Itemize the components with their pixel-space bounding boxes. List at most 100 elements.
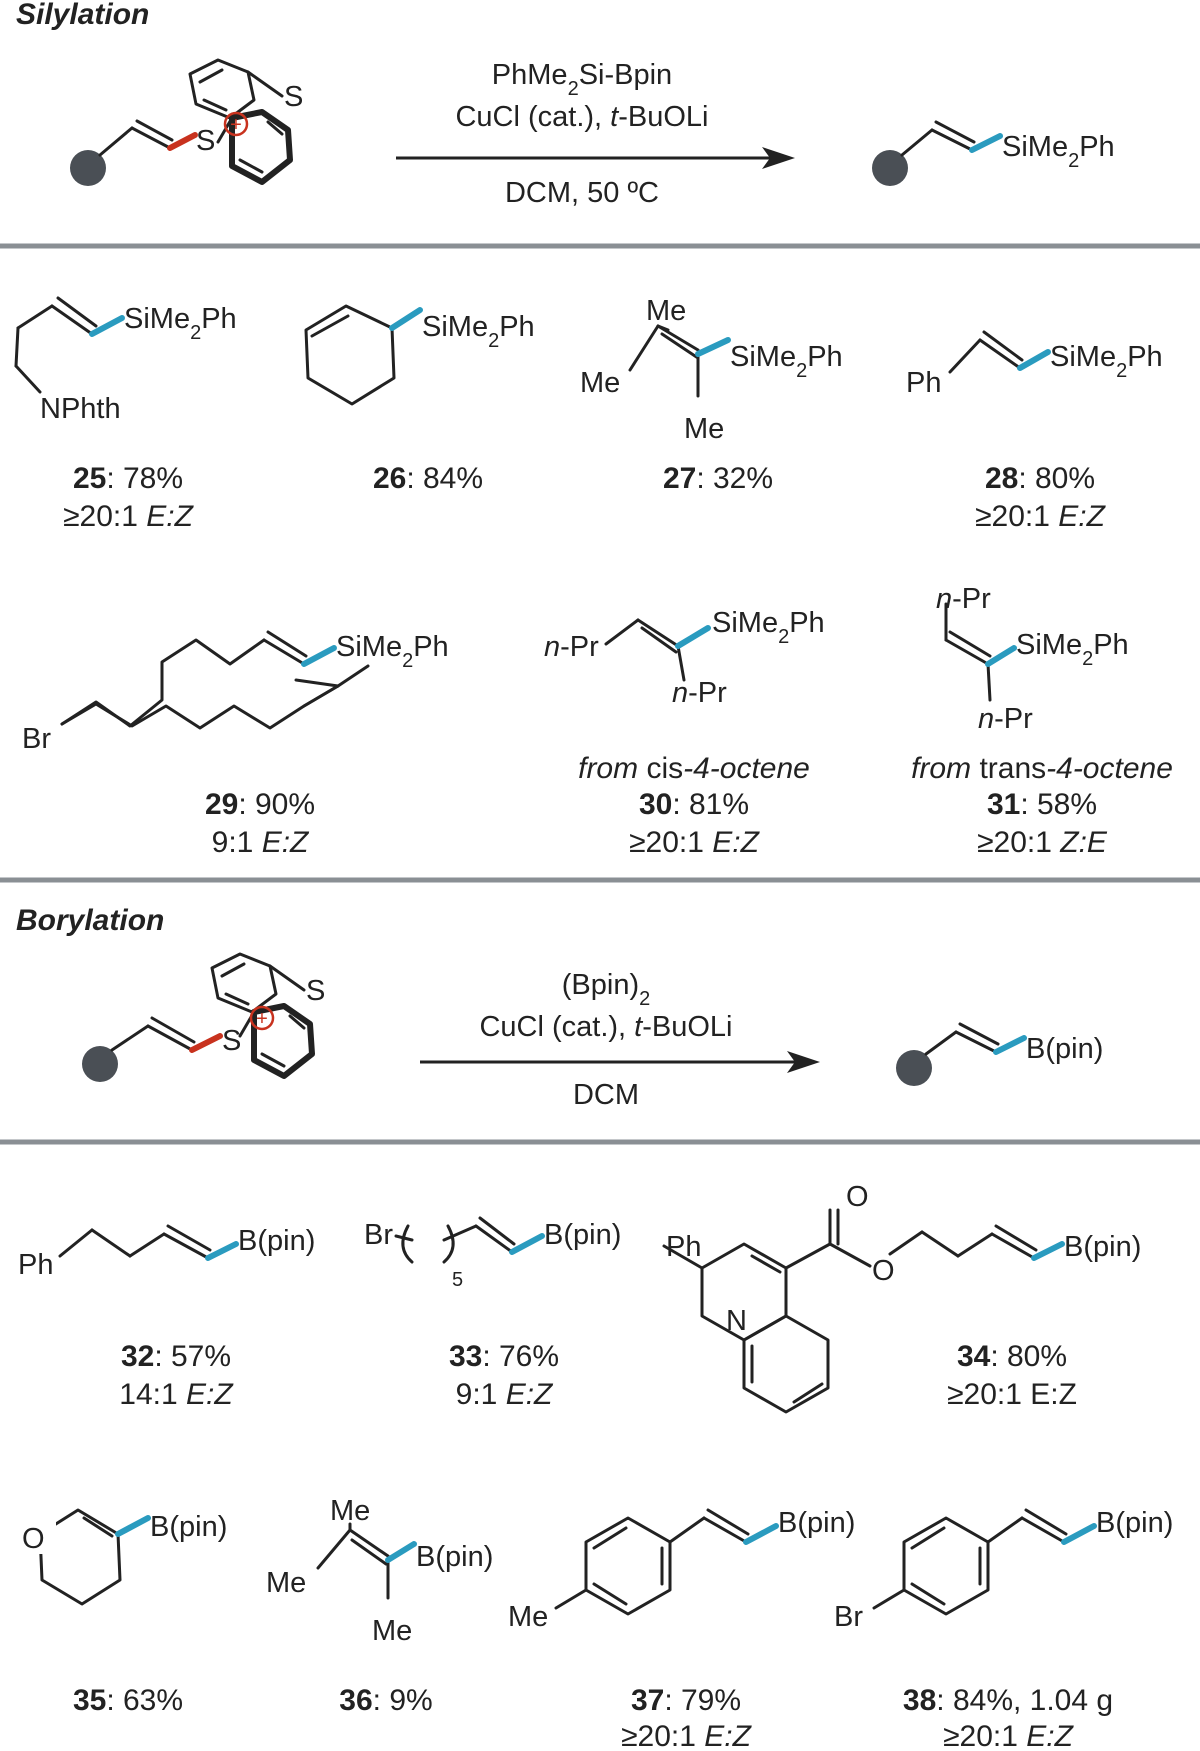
sil-product-label: SiMe2Ph — [1002, 131, 1115, 172]
c26-label: 26: 84% — [373, 462, 483, 495]
bor-reagent-a: (Bpin)2 — [562, 969, 650, 1010]
c37-ratio: ≥20:1 E:Z — [621, 1720, 753, 1751]
c31-note: from trans-4-octene — [911, 752, 1173, 785]
compound-35-structure — [38, 1508, 151, 1606]
c37-bpin: B(pin) — [778, 1507, 855, 1539]
c27-me-bottom: Me — [684, 413, 724, 445]
c30-label: 30: 81% — [639, 788, 749, 821]
c34-o-carbonyl: O — [846, 1181, 869, 1213]
c30-npr-left: n-Pr — [544, 631, 599, 663]
compound-31-structure — [944, 602, 1017, 702]
c30-note: from cis-4-octene — [578, 752, 810, 785]
c28-label: 28: 80% — [985, 462, 1095, 495]
c25-ratio: ≥20:1 E:Z — [63, 500, 195, 533]
c28-ratio: ≥20:1 E:Z — [975, 500, 1107, 533]
c37-me: Me — [508, 1601, 548, 1633]
substituent-dot-icon — [70, 150, 106, 186]
c28-ph: Ph — [906, 367, 941, 399]
compound-34-structure — [662, 1208, 1065, 1414]
c32-label: 32: 57% — [121, 1340, 231, 1373]
c25-nphth: NPhth — [40, 393, 121, 425]
c31-label: 31: 58% — [987, 788, 1097, 821]
sil-conditions: DCM, 50 ºC — [505, 177, 659, 209]
c34-o-ester: O — [872, 1255, 895, 1287]
c27-label: 27: 32% — [663, 462, 773, 495]
compound-29-structure — [60, 664, 370, 730]
c31-npr-top: n-Pr — [936, 583, 991, 615]
c25-label: 25: 78% — [73, 462, 183, 495]
sulfur-label: S — [284, 81, 303, 113]
c32-bpin: B(pin) — [238, 1225, 315, 1257]
c34-n: N — [726, 1305, 747, 1337]
c34-ph: Ph — [666, 1231, 701, 1263]
c29-ratio: 9:1 E:Z — [212, 826, 310, 859]
c36-me-bottom: Me — [372, 1615, 412, 1647]
c34-label: 34: 80% — [957, 1340, 1067, 1373]
compound-33-structure — [394, 1216, 545, 1264]
compound-36-structure — [316, 1522, 417, 1600]
c36-me-left: Me — [266, 1567, 306, 1599]
compound-38-structure — [872, 1508, 1097, 1616]
c29-sime2ph: SiMe2Ph — [336, 631, 449, 672]
bor-reagent-structure: + — [82, 952, 315, 1082]
section-title-silylation: Silylation — [16, 0, 149, 31]
compound-32-structure — [58, 1224, 239, 1261]
sil-reagent-structure: + — [70, 58, 293, 186]
c29-label: 29: 90% — [205, 788, 315, 821]
compound-37-structure — [554, 1508, 779, 1616]
c28-sime2ph: SiMe2Ph — [1050, 341, 1163, 382]
sulfonium-label: S — [196, 125, 215, 157]
c38-br: Br — [834, 1601, 863, 1633]
c32-ratio: 14:1 E:Z — [119, 1378, 234, 1411]
section-title-borylation: Borylation — [16, 904, 164, 937]
c36-me-top: Me — [330, 1495, 370, 1527]
sil-product-structure — [872, 120, 1003, 186]
c33-bpin: B(pin) — [544, 1219, 621, 1251]
sulfur-label: S — [306, 975, 325, 1007]
c31-npr-bottom: n-Pr — [978, 703, 1033, 735]
c38-ratio: ≥20:1 E:Z — [943, 1720, 1075, 1751]
substituent-dot-icon — [82, 1046, 118, 1082]
c35-o: O — [22, 1523, 45, 1555]
c36-bpin: B(pin) — [416, 1541, 493, 1573]
c27-sime2ph: SiMe2Ph — [730, 341, 843, 382]
plus-charge: + — [256, 1008, 268, 1030]
c34-bpin: B(pin) — [1064, 1231, 1141, 1263]
c33-subscript: 5 — [452, 1269, 463, 1291]
c33-br: Br — [364, 1219, 393, 1251]
c38-bpin: B(pin) — [1096, 1507, 1173, 1539]
c30-npr-bottom: n-Pr — [672, 677, 727, 709]
c33-label: 33: 76% — [449, 1340, 559, 1373]
compound-28-structure — [948, 330, 1051, 374]
compound-29-chain — [60, 630, 337, 728]
c36-label: 36: 9% — [339, 1684, 432, 1717]
c29-br: Br — [22, 723, 51, 755]
plus-charge: + — [230, 114, 242, 136]
compound-27-structure — [628, 324, 731, 398]
c26-sime2ph: SiMe2Ph — [422, 311, 535, 352]
c27-me-top: Me — [646, 295, 686, 327]
sulfonium-label: S — [222, 1025, 241, 1057]
c38-label: 38: 84%, 1.04 g — [903, 1684, 1113, 1717]
c32-ph: Ph — [18, 1249, 53, 1281]
c27-me-left: Me — [580, 367, 620, 399]
c34-ratio: ≥20:1 E:Z — [947, 1378, 1077, 1411]
c30-ratio: ≥20:1 E:Z — [629, 826, 761, 859]
compound-25-structure — [14, 296, 125, 394]
cleaved-c-s-bond — [189, 1033, 223, 1053]
cleaved-c-s-bond — [167, 132, 198, 151]
bor-conditions: DCM — [573, 1079, 639, 1111]
bor-reagent-b: CuCl (cat.), t-BuOLi — [479, 1011, 732, 1043]
bor-product-label: B(pin) — [1026, 1033, 1103, 1065]
bor-product-structure — [896, 1022, 1027, 1086]
sil-reagent-b: CuCl (cat.), t-BuOLi — [455, 101, 708, 133]
compound-30-structure — [604, 618, 711, 682]
c31-sime2ph: SiMe2Ph — [1016, 629, 1129, 670]
c35-bpin: B(pin) — [150, 1511, 227, 1543]
compound-26-structure — [304, 304, 423, 406]
c35-label: 35: 63% — [73, 1684, 183, 1717]
c30-sime2ph: SiMe2Ph — [712, 607, 825, 648]
c31-ratio: ≥20:1 Z:E — [977, 826, 1108, 859]
c33-ratio: 9:1 E:Z — [456, 1378, 554, 1411]
